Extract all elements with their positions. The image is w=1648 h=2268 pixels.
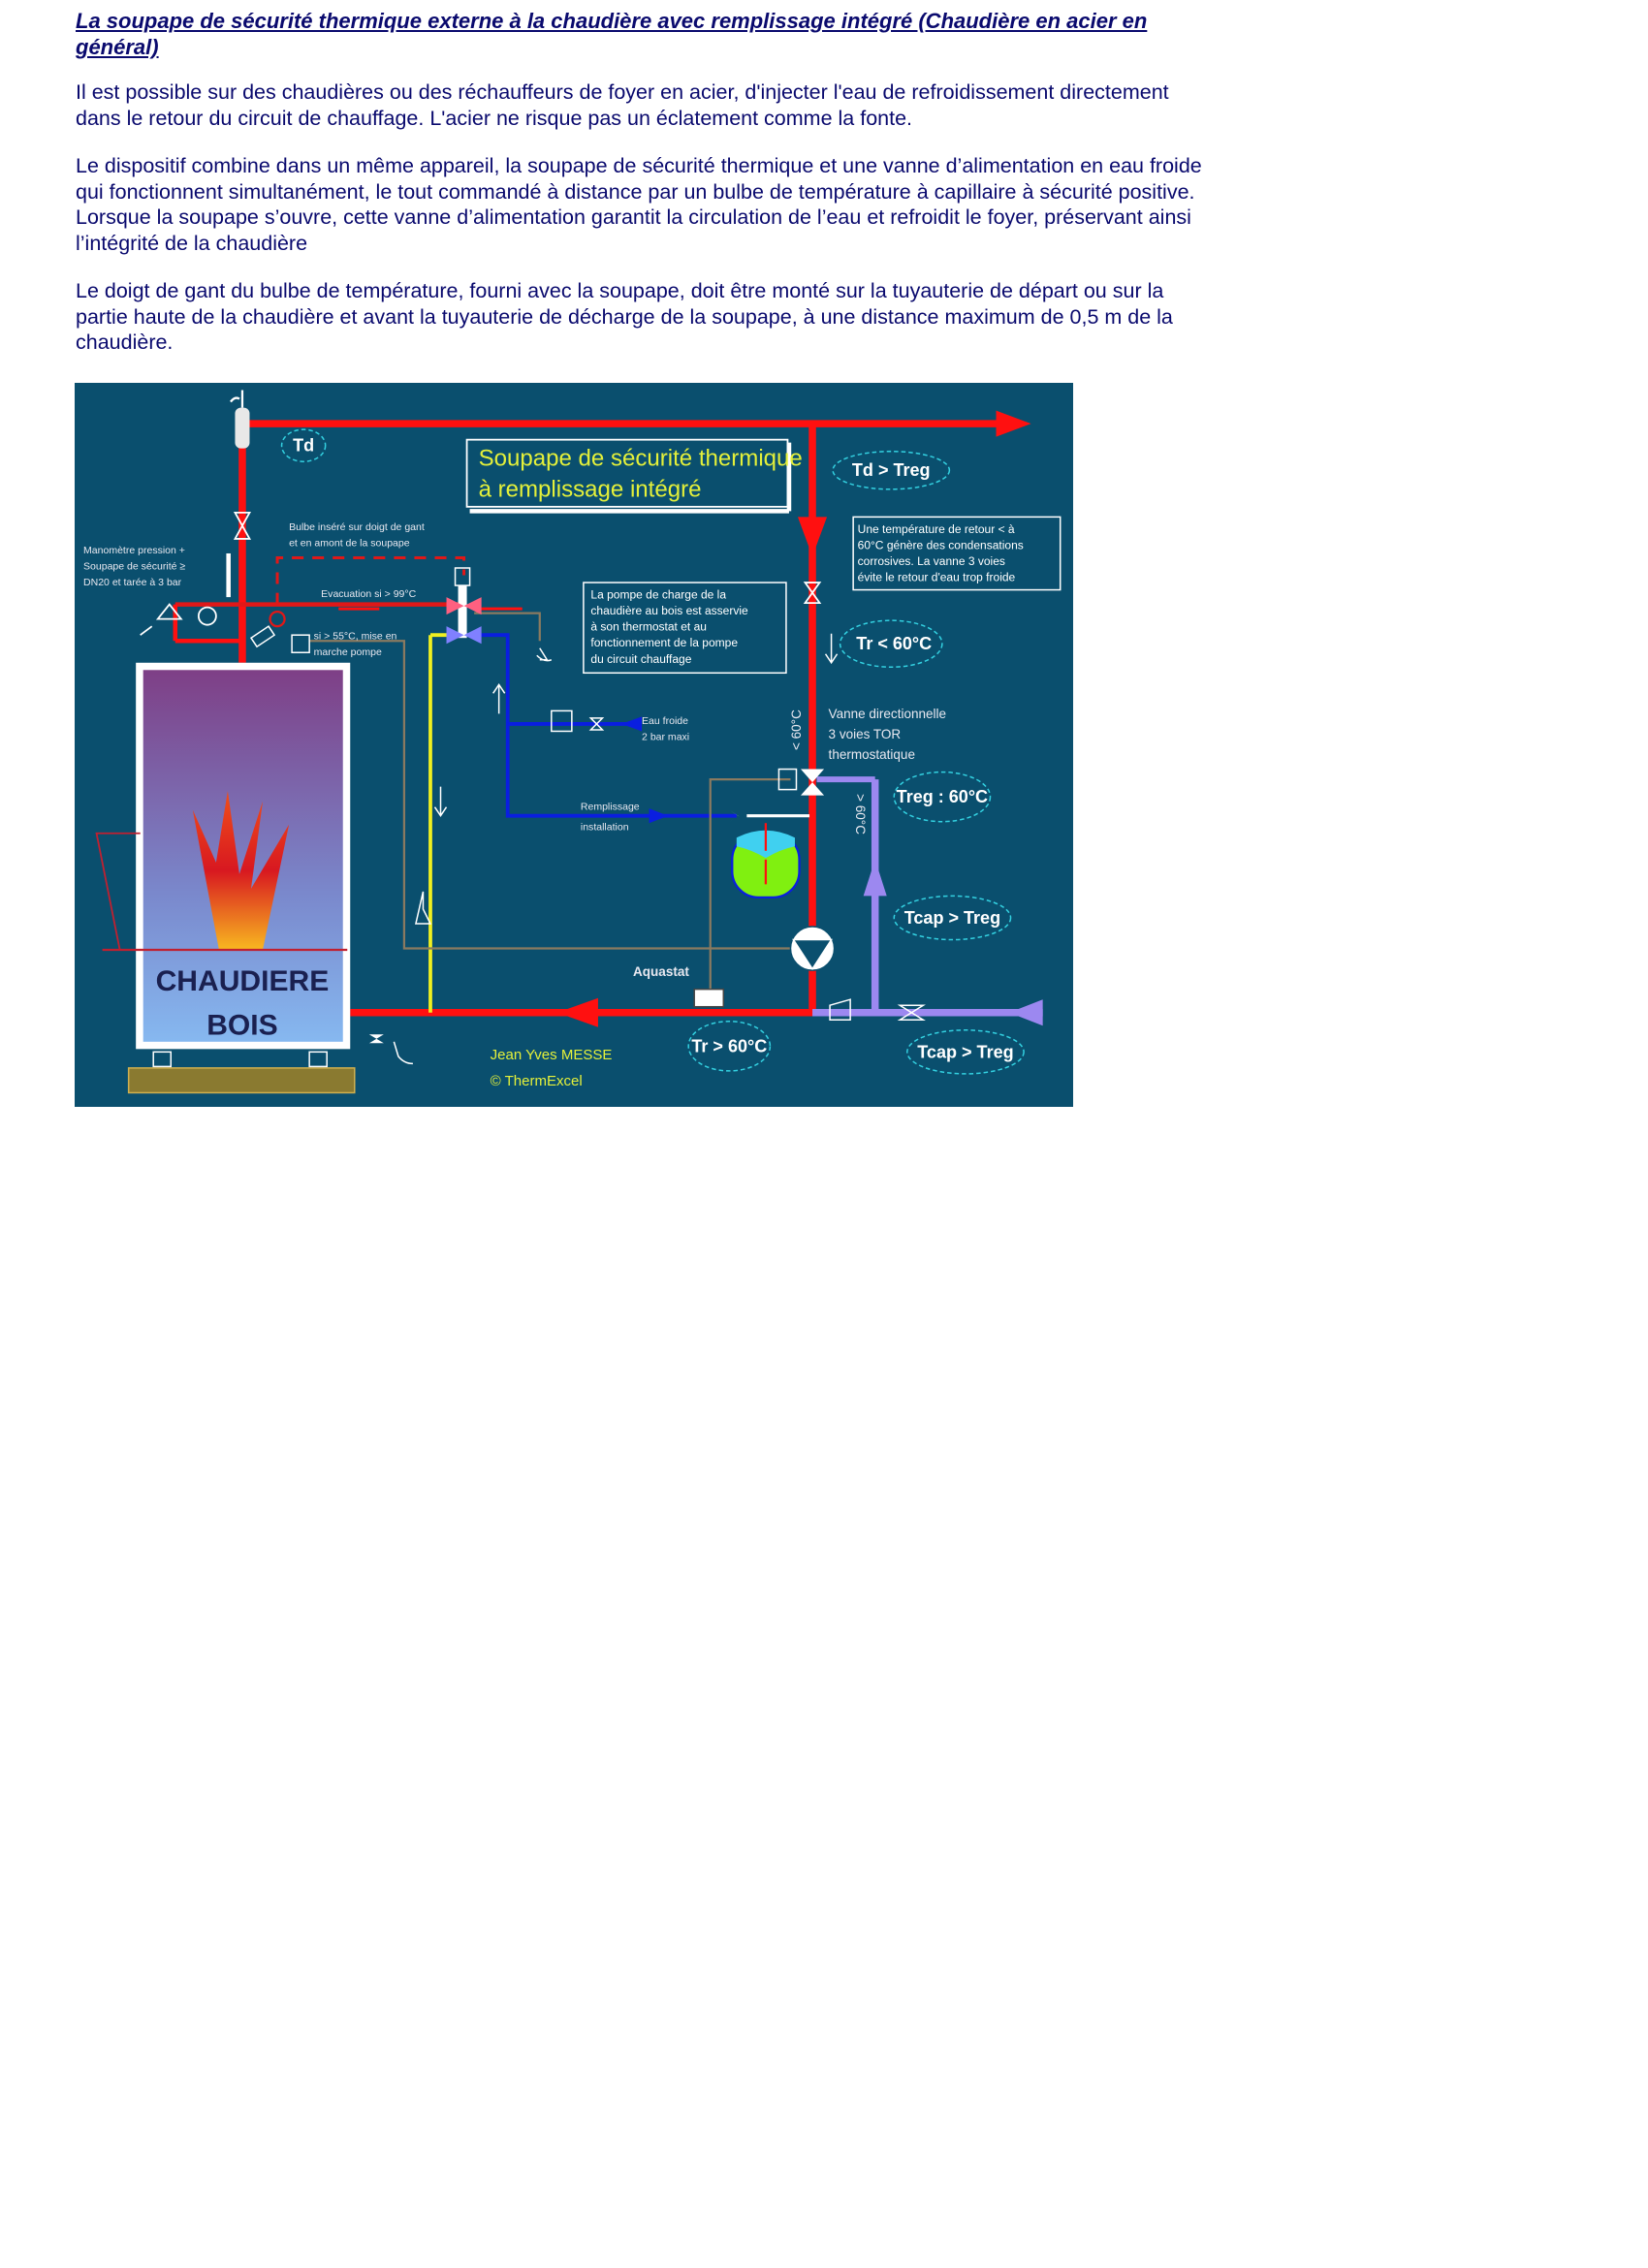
article-title: La soupape de sécurité thermique externe… bbox=[76, 9, 1148, 59]
tr-gt60-label: Tr > 60°C bbox=[691, 1036, 767, 1055]
pump-note-line: La pompe de charge de la bbox=[590, 588, 726, 602]
bulbe-label: Bulbe inséré sur doigt de gant bbox=[289, 521, 425, 533]
manometre-label: Soupape de sécurité ≥ bbox=[83, 561, 185, 573]
valve-icon bbox=[803, 582, 822, 605]
flame-icon bbox=[192, 791, 290, 951]
paragraph-3: Le doigt de gant du bulbe de température… bbox=[76, 279, 1173, 354]
pump-start-label: marche pompe bbox=[314, 646, 382, 658]
pressure-gauge-icon bbox=[197, 606, 217, 626]
cold-water-label: 2 bar maxi bbox=[642, 731, 689, 742]
tr-lt60-label: Tr < 60°C bbox=[856, 634, 932, 653]
aquastat-icon bbox=[693, 988, 725, 1008]
td-label: Td bbox=[293, 436, 314, 456]
drain-valve-icon bbox=[368, 1034, 384, 1044]
lt60-vertical-label: < 60°C bbox=[789, 709, 804, 750]
author-credit: Jean Yves MESSE bbox=[491, 1047, 613, 1063]
valve-label: Vanne directionnelle bbox=[829, 707, 946, 721]
valve-label: 3 voies TOR bbox=[829, 727, 902, 741]
paragraph-2: Le dispositif combine dans un même appar… bbox=[76, 154, 1202, 255]
copyright-credit: © ThermExcel bbox=[491, 1073, 583, 1089]
aquastat-label: Aquastat bbox=[633, 964, 689, 979]
thermostat-icon bbox=[291, 634, 310, 653]
pump-note-line: fonctionnement de la pompe bbox=[590, 636, 738, 649]
pump-note-line: du circuit chauffage bbox=[590, 652, 691, 666]
flow-arrow-icon bbox=[996, 410, 1031, 437]
return-arrow-icon bbox=[556, 997, 598, 1027]
three-way-valve-icon bbox=[777, 768, 798, 791]
diagram-svg: CHAUDIERE BOIS Soupape de sécurité therm… bbox=[75, 383, 1073, 1107]
return-note-box bbox=[852, 516, 1062, 591]
manometre-label: Manomètre pression + bbox=[83, 545, 185, 556]
heating-diagram: CHAUDIERE BOIS Soupape de sécurité therm… bbox=[75, 383, 1073, 1107]
manometre-label: DN20 et tarée à 3 bar bbox=[83, 577, 182, 588]
filling-label: Remplissage bbox=[581, 802, 640, 813]
pump-note-line: chaudière au bois est asservie bbox=[590, 604, 748, 617]
pump-note-box bbox=[583, 582, 787, 675]
cold-water-label: Eau froide bbox=[642, 715, 688, 727]
pump-note-line: à son thermostat et au bbox=[590, 620, 707, 634]
pump-start-label: si > 55°C, mise en bbox=[314, 631, 397, 643]
bulbe-label: et en amont de la soupape bbox=[289, 537, 410, 549]
valve-icon bbox=[233, 511, 252, 540]
treg-label: Treg : 60°C bbox=[897, 787, 988, 806]
tcap-treg-label-1: Tcap > Treg bbox=[904, 908, 1000, 928]
boiler-label-line2: BOIS bbox=[206, 1009, 278, 1041]
boiler-label-line1: CHAUDIERE bbox=[156, 965, 330, 997]
safety-valve-icon bbox=[140, 603, 183, 636]
td-treg-label: Td > Treg bbox=[852, 460, 931, 480]
diagram-title-line1: Soupape de sécurité thermique bbox=[479, 446, 803, 472]
diagram-title-line2: à remplissage intégré bbox=[479, 476, 702, 502]
valve-label: thermostatique bbox=[829, 747, 915, 762]
air-vent-icon bbox=[235, 407, 250, 449]
pressure-reducer-icon bbox=[551, 709, 573, 733]
return-note-line: corrosives. La vanne 3 voies bbox=[858, 554, 1005, 568]
tcap-treg-label-2: Tcap > Treg bbox=[917, 1042, 1013, 1061]
thermometer-icon bbox=[226, 552, 231, 598]
filling-label: installation bbox=[581, 822, 629, 834]
paragraph-1: Il est possible sur des chaudières ou de… bbox=[76, 80, 1169, 130]
gt60-vertical-label: > 60°C bbox=[853, 794, 868, 835]
control-wires bbox=[309, 612, 795, 992]
return-note-line: 60°C génère des condensations bbox=[858, 538, 1024, 551]
check-valve-icon bbox=[829, 998, 851, 1021]
article: La soupape de sécurité thermique externe… bbox=[76, 8, 1220, 378]
boiler: CHAUDIERE BOIS bbox=[95, 662, 356, 1094]
return-note-line: Une température de retour < à bbox=[858, 522, 1015, 536]
evacuation-label: Evacuation si > 99°C bbox=[321, 588, 416, 600]
return-note-line: évite le retour d'eau trop froide bbox=[858, 571, 1016, 584]
cold-water-pipes bbox=[463, 633, 737, 824]
down-arrow-icon bbox=[797, 517, 828, 556]
valve-icon bbox=[897, 1004, 926, 1021]
label-ellipses bbox=[280, 428, 1025, 1075]
